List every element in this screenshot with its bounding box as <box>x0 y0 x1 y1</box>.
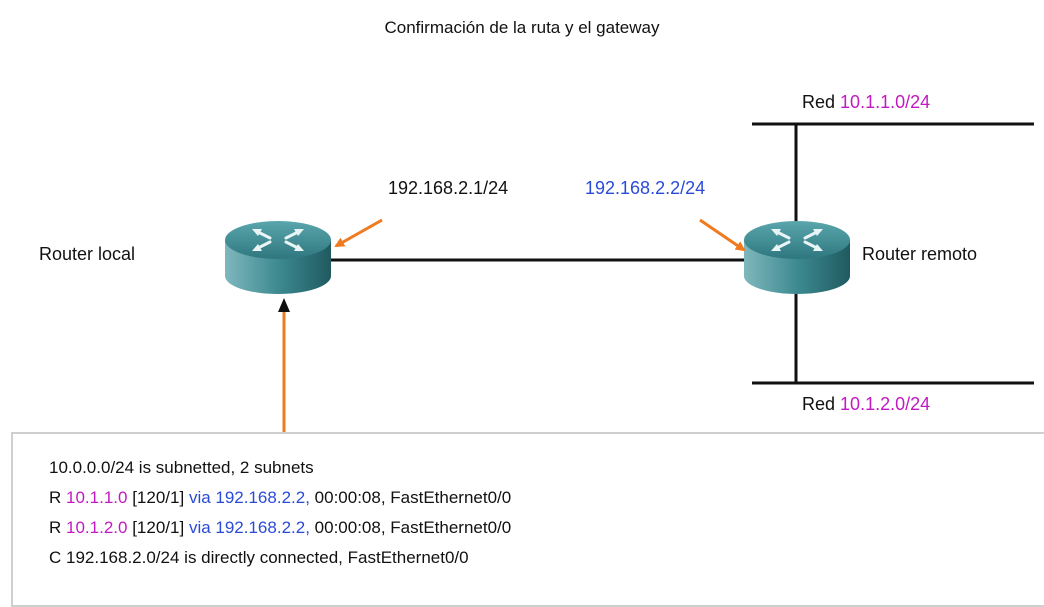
remote-ip-arrow <box>699 218 746 252</box>
route-code: R <box>49 518 62 537</box>
route-details: 00:00:08, FastEthernet0/0 <box>314 518 512 537</box>
route-network: 10.1.2.0 <box>66 518 128 537</box>
local-router-icon <box>225 221 331 294</box>
network-top-label: Red 10.1.1.0/24 <box>802 92 930 113</box>
local-ip-label: 192.168.2.1/24 <box>388 178 509 198</box>
network-bottom-label: Red 10.1.2.0/24 <box>802 394 930 415</box>
network-bottom-address: 10.1.2.0/24 <box>840 394 931 414</box>
routing-table-line-4: C 192.168.2.0/24 is directly connected, … <box>49 548 469 567</box>
diagram-title: Confirmación de la ruta y el gateway <box>384 18 660 37</box>
route-details: 00:00:08, FastEthernet0/0 <box>314 488 512 507</box>
network-top-prefix: Red <box>802 92 836 112</box>
route-metric: [120/1] <box>132 488 185 507</box>
route-next-hop: via 192.168.2.2, <box>188 518 310 537</box>
routing-table-line-3: R 10.1.2.0 [120/1] via 192.168.2.2, 00:0… <box>49 518 511 538</box>
remote-router-label: Router remoto <box>862 244 978 264</box>
network-top-address: 10.1.1.0/24 <box>840 92 931 112</box>
route-metric: [120/1] <box>132 518 185 537</box>
routing-table-panel: 10.0.0.0/24 is subnetted, 2 subnets R 10… <box>11 432 1044 607</box>
routing-table-line-1: 10.0.0.0/24 is subnetted, 2 subnets <box>49 458 314 477</box>
route-code: R <box>49 488 62 507</box>
route-next-hop: via 192.168.2.2, <box>188 488 310 507</box>
remote-router-icon <box>744 221 850 294</box>
local-ip-arrow <box>334 218 383 248</box>
network-bottom-prefix: Red <box>802 394 836 414</box>
routing-table-arrowhead <box>278 298 290 312</box>
remote-ip-label: 192.168.2.2/24 <box>585 178 706 198</box>
routing-table-line-2: R 10.1.1.0 [120/1] via 192.168.2.2, 00:0… <box>49 488 511 508</box>
route-network: 10.1.1.0 <box>66 488 128 507</box>
local-router-label: Router local <box>39 244 136 264</box>
